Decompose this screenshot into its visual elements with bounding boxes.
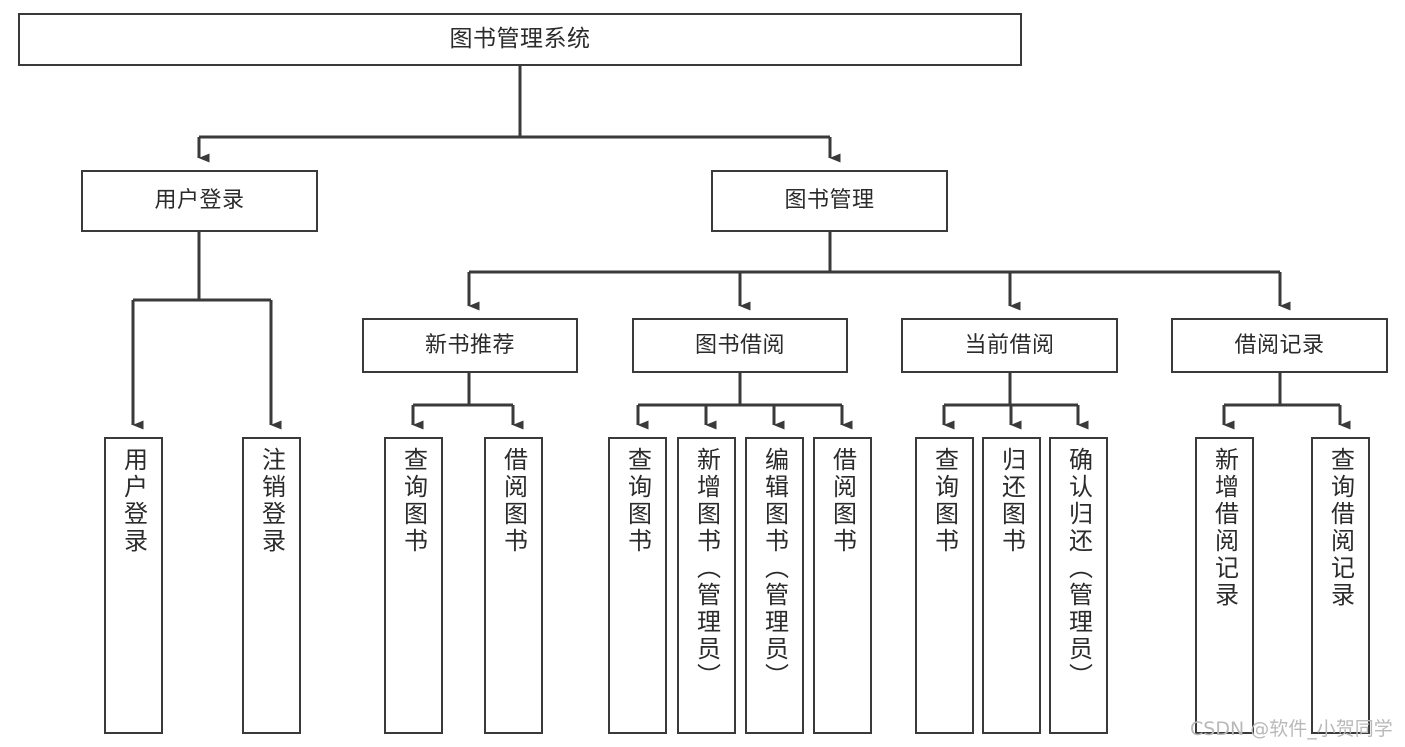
node-leaf-query-book-3-label: 查询图书 (930, 447, 959, 555)
node-leaf-confirm-return-label: 确认归还（管理员） (1064, 447, 1093, 690)
node-leaf-borrow-book-2-label: 借阅图书 (828, 447, 857, 555)
node-user-login-label: 用户登录 (154, 188, 245, 214)
node-current-borrow-label: 当前借阅 (964, 332, 1055, 358)
node-book-borrow-label: 图书借阅 (694, 332, 785, 358)
node-new-book-recommend[interactable]: 新书推荐 (362, 318, 578, 373)
node-leaf-confirm-return[interactable]: 确认归还（管理员） (1049, 437, 1108, 734)
node-root-label: 图书管理系统 (449, 26, 591, 53)
node-leaf-borrow-book-2[interactable]: 借阅图书 (813, 437, 872, 734)
node-root[interactable]: 图书管理系统 (18, 13, 1022, 66)
node-leaf-edit-book-label: 编辑图书（管理员） (760, 447, 789, 690)
node-leaf-query-book-1[interactable]: 查询图书 (384, 437, 443, 734)
node-book-management-label: 图书管理 (784, 188, 875, 214)
node-new-book-recommend-label: 新书推荐 (424, 332, 515, 358)
node-leaf-return-book-label: 归还图书 (997, 447, 1026, 555)
node-leaf-add-book[interactable]: 新增图书（管理员） (677, 437, 736, 734)
node-leaf-add-book-label: 新增图书（管理员） (692, 447, 721, 690)
node-leaf-borrow-book-1-label: 借阅图书 (499, 447, 528, 555)
node-leaf-add-record[interactable]: 新增借阅记录 (1195, 437, 1254, 734)
node-borrow-record-label: 借阅记录 (1234, 332, 1325, 358)
node-leaf-logout-login-label: 注销登录 (257, 447, 286, 555)
node-leaf-query-book-3[interactable]: 查询图书 (915, 437, 974, 734)
node-borrow-record[interactable]: 借阅记录 (1171, 318, 1388, 373)
node-book-management[interactable]: 图书管理 (711, 170, 948, 232)
node-leaf-query-book-2-label: 查询图书 (623, 447, 652, 555)
node-leaf-query-book-2[interactable]: 查询图书 (608, 437, 667, 734)
node-leaf-return-book[interactable]: 归还图书 (982, 437, 1041, 734)
node-book-borrow[interactable]: 图书借阅 (632, 318, 848, 373)
node-current-borrow[interactable]: 当前借阅 (901, 318, 1118, 373)
node-leaf-query-book-1-label: 查询图书 (399, 447, 428, 555)
node-leaf-query-record-label: 查询借阅记录 (1326, 447, 1355, 609)
node-leaf-borrow-book-1[interactable]: 借阅图书 (484, 437, 543, 734)
node-leaf-edit-book[interactable]: 编辑图书（管理员） (745, 437, 804, 734)
node-leaf-logout-login[interactable]: 注销登录 (242, 437, 301, 734)
node-leaf-user-login[interactable]: 用户登录 (104, 437, 163, 734)
node-leaf-query-record[interactable]: 查询借阅记录 (1311, 437, 1370, 734)
node-leaf-add-record-label: 新增借阅记录 (1210, 447, 1239, 609)
node-user-login[interactable]: 用户登录 (81, 170, 318, 232)
node-leaf-user-login-label: 用户登录 (119, 447, 148, 555)
